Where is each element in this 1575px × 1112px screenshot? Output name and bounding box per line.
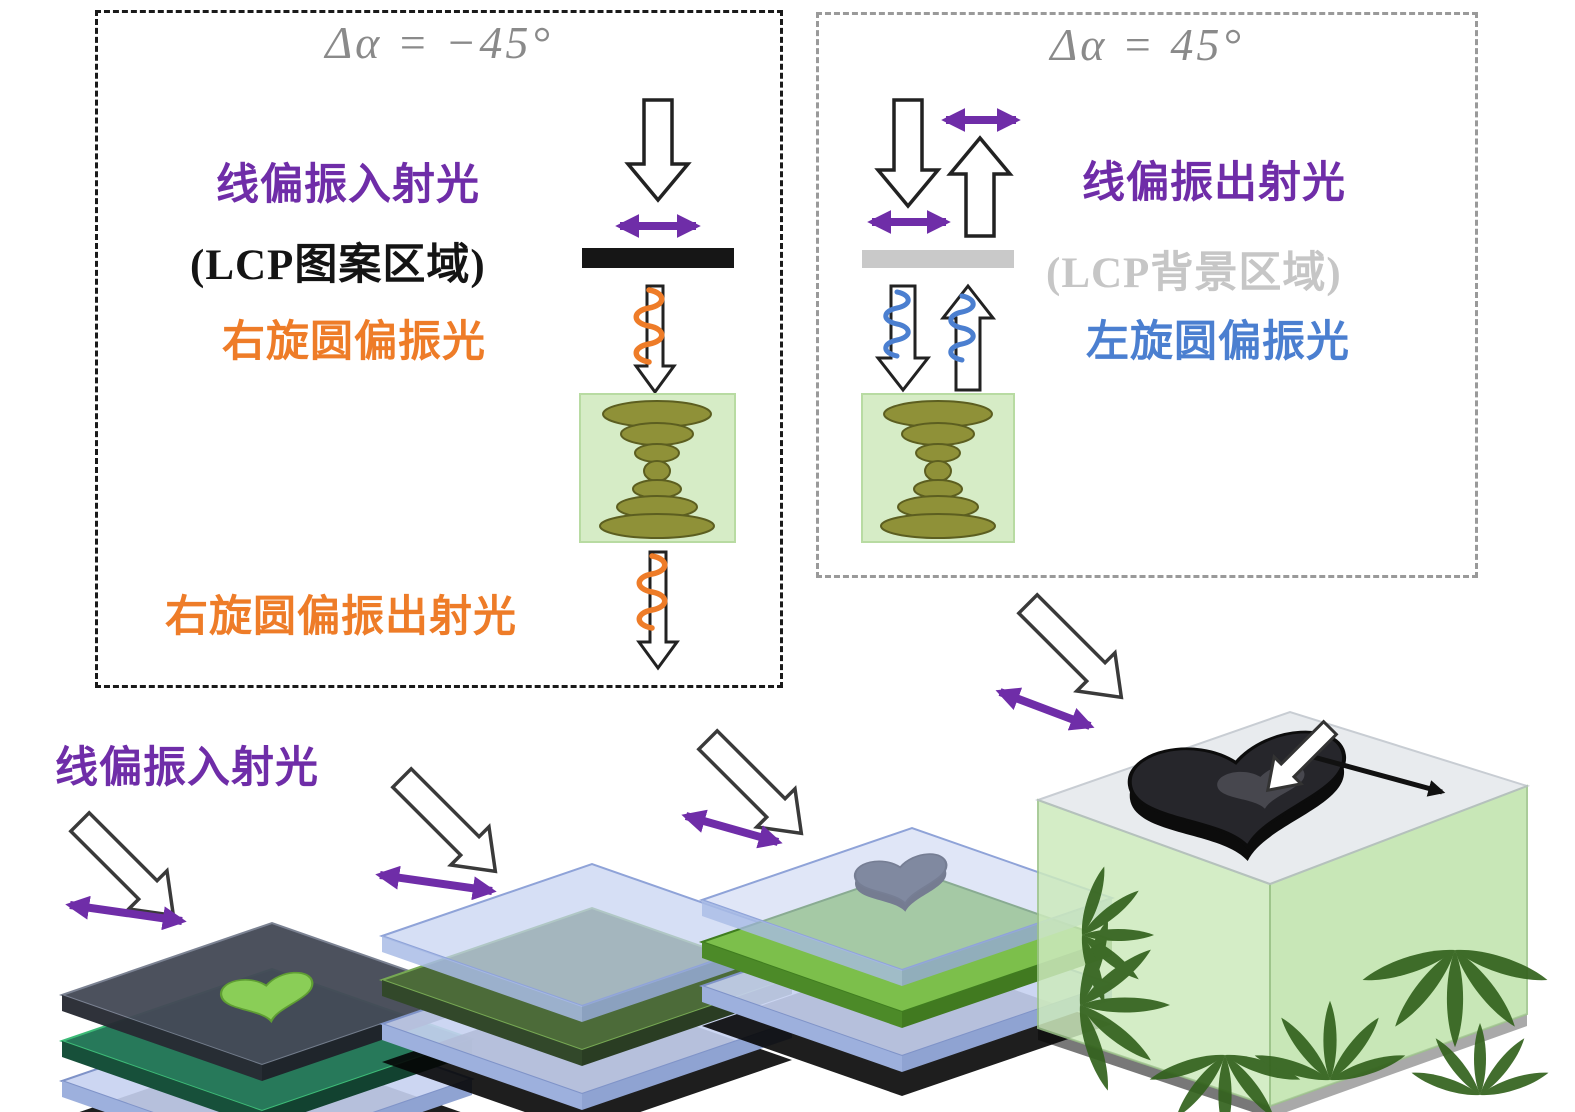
metalens-icon-left [579, 393, 736, 543]
label-lcp-pattern-region: (LCP图案区域) [190, 242, 486, 289]
panel-left-title: Δα = −45° [325, 17, 553, 68]
phantom-cube [1035, 710, 1550, 1112]
label-lcp-background-region: (LCP背景区域) [1046, 250, 1342, 297]
label-rcp-out: 右旋圆偏振出射光 [165, 594, 517, 641]
lcp-pattern-bar [582, 248, 734, 268]
normal-direction-arrow [1294, 749, 1446, 797]
polarization-arrow-slab1 [65, 895, 187, 931]
reflected-arrow-icon [1265, 719, 1339, 793]
panel-plus45-box [816, 12, 1478, 578]
label-linear-incident-bottom: 线偏振入射光 [55, 745, 319, 792]
label-linear-out-right: 线偏振出射光 [1082, 160, 1346, 207]
lcp-helix-down-icon [874, 284, 932, 393]
panel-minus45-box [95, 10, 783, 688]
label-rcp: 右旋圆偏振光 [222, 319, 486, 366]
diagonal-incident-arrow-2 [381, 757, 517, 893]
lcp-helix-up-icon [939, 283, 997, 392]
polarization-arrow-slab2 [375, 865, 497, 901]
polarization-arrow-slab3 [681, 809, 783, 849]
polarization-arrow-cube [995, 687, 1095, 731]
diagonal-incident-arrow-4 [1007, 583, 1143, 719]
exit-arrow-up-icon [946, 135, 1014, 238]
incident-arrow-right-icon [874, 98, 942, 209]
lcp-background-bar [862, 250, 1014, 268]
panel-right-title: Δα = 45° [1050, 19, 1244, 70]
incident-arrow-icon [624, 98, 692, 203]
label-linear-incident-left: 线偏振入射光 [216, 162, 480, 209]
label-lcp: 左旋圆偏振光 [1086, 319, 1350, 366]
rcp-out-helix-icon [636, 550, 680, 671]
metalens-icon-right [861, 393, 1015, 543]
rcp-helix-down-icon [633, 284, 677, 395]
